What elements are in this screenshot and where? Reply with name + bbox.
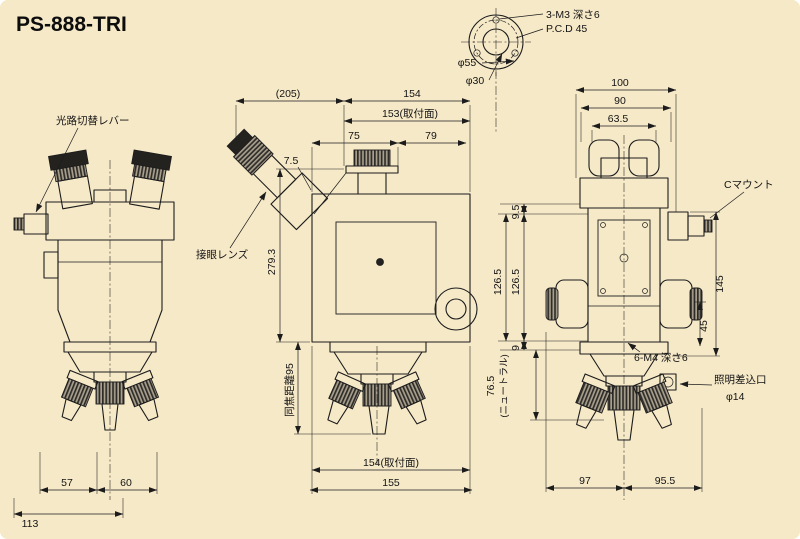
dim-79: 79 — [425, 130, 437, 142]
illumination-label: 照明差込口 — [714, 373, 767, 386]
eyecup — [226, 128, 254, 156]
flange-outer-diameter: φ55 — [458, 57, 477, 69]
eyepiece-right — [129, 149, 172, 210]
eyepiece-left — [48, 149, 93, 210]
nosepiece — [67, 351, 153, 373]
dim-145: 145 — [714, 275, 726, 293]
dim-154-top: 154 — [403, 88, 421, 100]
flange-inner-diameter: φ30 — [466, 75, 485, 87]
body-panel — [335, 221, 437, 315]
dim-parfocal-95: 同焦距離95 — [283, 363, 296, 417]
mount-plate — [597, 219, 651, 297]
dim-153-mount: 153(取付面) — [382, 107, 438, 120]
flange-screw-hole — [473, 49, 481, 57]
side-port-inner — [445, 298, 467, 320]
objective-right — [632, 373, 673, 429]
dim-76-5: 76.5 — [485, 376, 497, 397]
dim-126-5-b: 126.5 — [510, 269, 522, 295]
flange-detail-view: 3-M3 深さ6 P.C.D 45 φ55 φ30 — [458, 8, 600, 133]
objective-left — [60, 369, 99, 422]
nosepiece — [589, 353, 659, 377]
dim-7-5: 7.5 — [284, 155, 299, 167]
dim-75: 75 — [348, 130, 360, 142]
dim-9: 9 — [510, 345, 522, 351]
fine-knob-left — [545, 287, 559, 321]
panel-screw — [376, 258, 384, 266]
side-view: 接眼レンズ — [196, 88, 478, 494]
objective-left — [575, 373, 616, 429]
photo-port-knurl — [353, 149, 391, 167]
dim-90: 90 — [614, 95, 626, 107]
dim-45: 45 — [698, 320, 710, 332]
plate-center-hole — [619, 253, 629, 263]
rear-view: Cマウント 照明差込口 φ14 6-M4 深さ6 — [485, 77, 774, 500]
c-mount-port — [667, 211, 713, 241]
flange-screw-hole — [511, 49, 519, 57]
dim-97: 97 — [579, 475, 591, 487]
flange-screw-note: 3-M3 深さ6 — [546, 9, 600, 21]
flange-screw-hole — [492, 16, 500, 24]
side-knob — [43, 251, 59, 279]
flange-pcd-circle — [473, 19, 519, 65]
objective-right — [387, 371, 427, 425]
dim-154-mount-bottom: 154(取付面) — [363, 456, 419, 469]
objective-right — [121, 369, 160, 422]
dim-100: 100 — [611, 77, 629, 89]
illumination-diameter: φ14 — [726, 391, 745, 403]
objective-left — [327, 371, 367, 425]
nosepiece — [333, 351, 423, 375]
eyepiece-tube-assembly — [226, 128, 329, 231]
mount-screw-note: 6-M4 深さ6 — [634, 352, 688, 364]
dim-neutral-note: (ニュートラル) — [499, 354, 510, 417]
illumination-port — [659, 373, 677, 391]
eyepiece-label: 接眼レンズ — [196, 248, 248, 261]
front-view: 光路切替レバー 57 60 1 — [13, 114, 175, 530]
side-port-outer — [434, 287, 478, 331]
dim-95-5: 95.5 — [655, 475, 676, 487]
dim-9-5: 9.5 — [510, 205, 522, 220]
dim-126-5-a: 126.5 — [492, 269, 504, 295]
dim-113: 113 — [22, 518, 39, 530]
dim-60: 60 — [120, 477, 132, 489]
light-path-lever-knob — [13, 217, 25, 231]
dim-205: (205) — [276, 88, 301, 100]
dim-155: 155 — [382, 477, 400, 489]
objective-center — [93, 371, 127, 431]
dim-279-3: 279.3 — [266, 249, 278, 275]
flange-outer-circle — [468, 14, 524, 70]
light-path-lever-label: 光路切替レバー — [56, 114, 130, 127]
c-mount-label: Cマウント — [724, 179, 774, 191]
flange-pcd-note: P.C.D 45 — [546, 23, 587, 35]
dim-57: 57 — [61, 477, 73, 489]
page-title: PS-888-TRI — [16, 13, 127, 36]
dim-63-5: 63.5 — [608, 113, 629, 125]
